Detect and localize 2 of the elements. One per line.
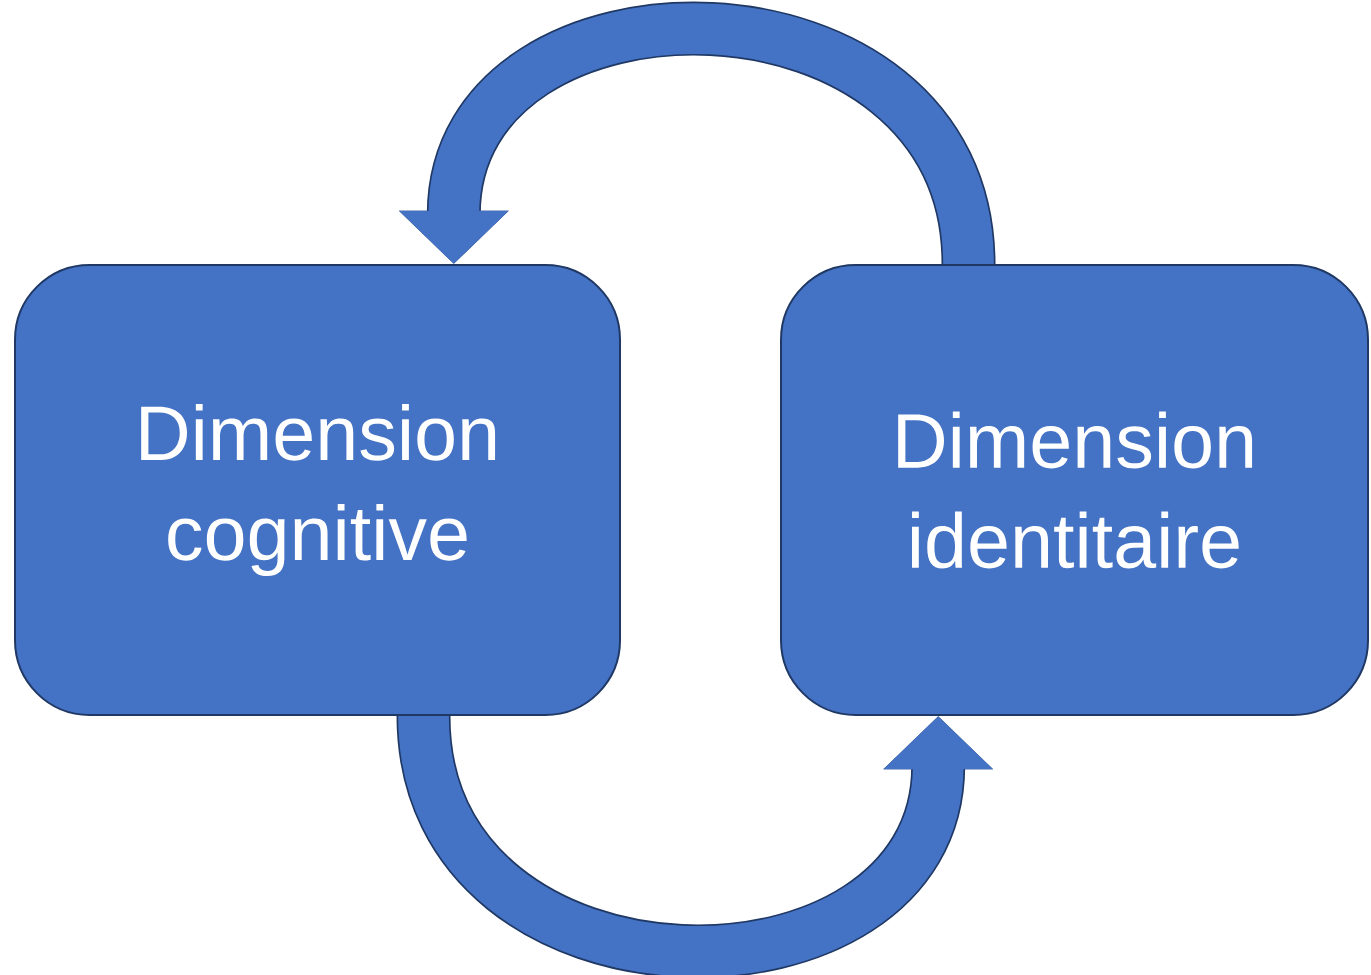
rounded-box: Dimension identitaire xyxy=(780,264,1369,716)
rounded-box: Dimension cognitive xyxy=(14,264,621,716)
